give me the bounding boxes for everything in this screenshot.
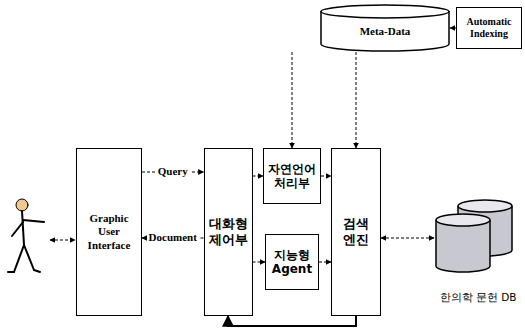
indexing-box: Automatic Indexing [456, 7, 522, 49]
user-link [50, 240, 75, 241]
dashed-arrow [321, 176, 331, 177]
control-box: 대화형 제어부 [204, 148, 253, 316]
metadata-store: Meta-Data [320, 4, 450, 52]
node-text: Graphic User Interface [80, 212, 138, 252]
node-text: 한의학 문헌 DB [440, 291, 517, 304]
dashed-arrow [356, 52, 357, 148]
dashed-arrow [292, 52, 293, 148]
node-text: 검색 엔진 [334, 216, 378, 247]
node-text: 자연언어 처리부 [266, 162, 318, 191]
node-text: 대화형 제어부 [207, 216, 250, 247]
database: 한의학 문헌 DB [434, 196, 522, 308]
node-text: Automatic Indexing [460, 16, 518, 40]
interface-box: Graphic User Interface [76, 148, 142, 316]
node-text: Meta-Data [360, 25, 411, 38]
dashed-arrow [253, 176, 264, 177]
agent-box: 지능형 Agent [265, 234, 319, 290]
feedback-arrow [228, 316, 356, 326]
dashed-arrow [253, 262, 266, 263]
dashed-arrow [381, 238, 434, 239]
process-box: 자연언어 처리부 [263, 148, 321, 204]
user-figure [8, 199, 44, 272]
edge-label: Query [156, 165, 190, 178]
node-text: 지능형 Agent [268, 248, 316, 277]
engine-box: 검색 엔진 [331, 148, 381, 316]
edge-label: Document [147, 231, 199, 244]
database-cylinders [434, 196, 522, 276]
dashed-arrow [319, 262, 331, 263]
